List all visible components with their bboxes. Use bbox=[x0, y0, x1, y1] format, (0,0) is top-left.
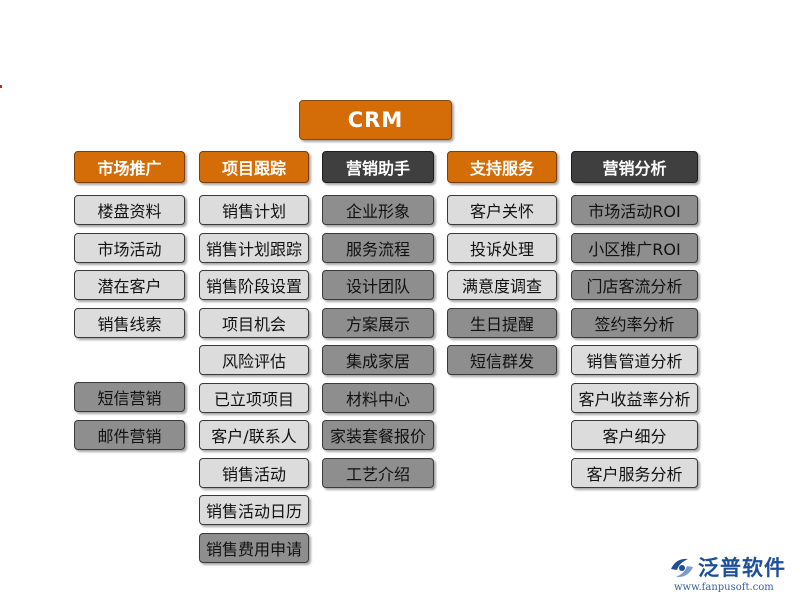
module-item: 销售费用申请 bbox=[199, 533, 309, 563]
module-item: 项目机会 bbox=[199, 308, 309, 338]
fanpu-logo: 泛普软件 www.fanpusoft.com bbox=[668, 552, 794, 596]
module-item: 楼盘资料 bbox=[74, 195, 185, 225]
module-item: 潜在客户 bbox=[74, 270, 185, 300]
module-item: 服务流程 bbox=[322, 233, 434, 263]
module-item: 销售管道分析 bbox=[571, 345, 698, 375]
module-item: 销售线索 bbox=[74, 308, 185, 338]
column-header-5: 营销分析 bbox=[571, 151, 698, 183]
edge-marker bbox=[0, 85, 2, 88]
module-item: 方案展示 bbox=[322, 308, 434, 338]
column-header-2: 项目跟踪 bbox=[199, 151, 309, 183]
module-item: 销售计划跟踪 bbox=[199, 233, 309, 263]
module-item: 集成家居 bbox=[322, 345, 434, 375]
module-item: 客户收益率分析 bbox=[571, 383, 698, 413]
column-header-4: 支持服务 bbox=[447, 151, 557, 183]
module-item: 小区推广ROI bbox=[571, 233, 698, 263]
module-item: 生日提醒 bbox=[447, 308, 557, 338]
module-item: 市场活动 bbox=[74, 233, 185, 263]
module-item: 投诉处理 bbox=[447, 233, 557, 263]
module-item: 客户/联系人 bbox=[199, 420, 309, 450]
module-item: 短信群发 bbox=[447, 345, 557, 375]
column-header-3: 营销助手 bbox=[322, 151, 434, 183]
module-item: 签约率分析 bbox=[571, 308, 698, 338]
module-item: 客户服务分析 bbox=[571, 458, 698, 488]
module-item: 设计团队 bbox=[322, 270, 434, 300]
module-item: 销售阶段设置 bbox=[199, 270, 309, 300]
module-item: 满意度调查 bbox=[447, 270, 557, 300]
fanpu-logo-icon bbox=[671, 558, 693, 578]
logo-url: www.fanpusoft.com bbox=[674, 582, 774, 593]
module-item: 工艺介绍 bbox=[322, 458, 434, 488]
module-item: 市场活动ROI bbox=[571, 195, 698, 225]
module-item: 销售活动日历 bbox=[199, 495, 309, 525]
module-item: 销售活动 bbox=[199, 458, 309, 488]
module-item: 短信营销 bbox=[74, 382, 185, 412]
module-item: 客户关怀 bbox=[447, 195, 557, 225]
module-item: 材料中心 bbox=[322, 383, 434, 413]
module-item: 已立项项目 bbox=[199, 383, 309, 413]
column-header-1: 市场推广 bbox=[74, 151, 185, 183]
module-item: 企业形象 bbox=[322, 195, 434, 225]
module-item: 销售计划 bbox=[199, 195, 309, 225]
crm-root-node: CRM bbox=[299, 100, 452, 140]
module-item: 客户细分 bbox=[571, 420, 698, 450]
module-item: 风险评估 bbox=[199, 345, 309, 375]
module-item: 门店客流分析 bbox=[571, 270, 698, 300]
module-item: 家装套餐报价 bbox=[322, 420, 434, 450]
logo-name: 泛普软件 bbox=[698, 556, 786, 580]
module-item: 邮件营销 bbox=[74, 420, 185, 450]
